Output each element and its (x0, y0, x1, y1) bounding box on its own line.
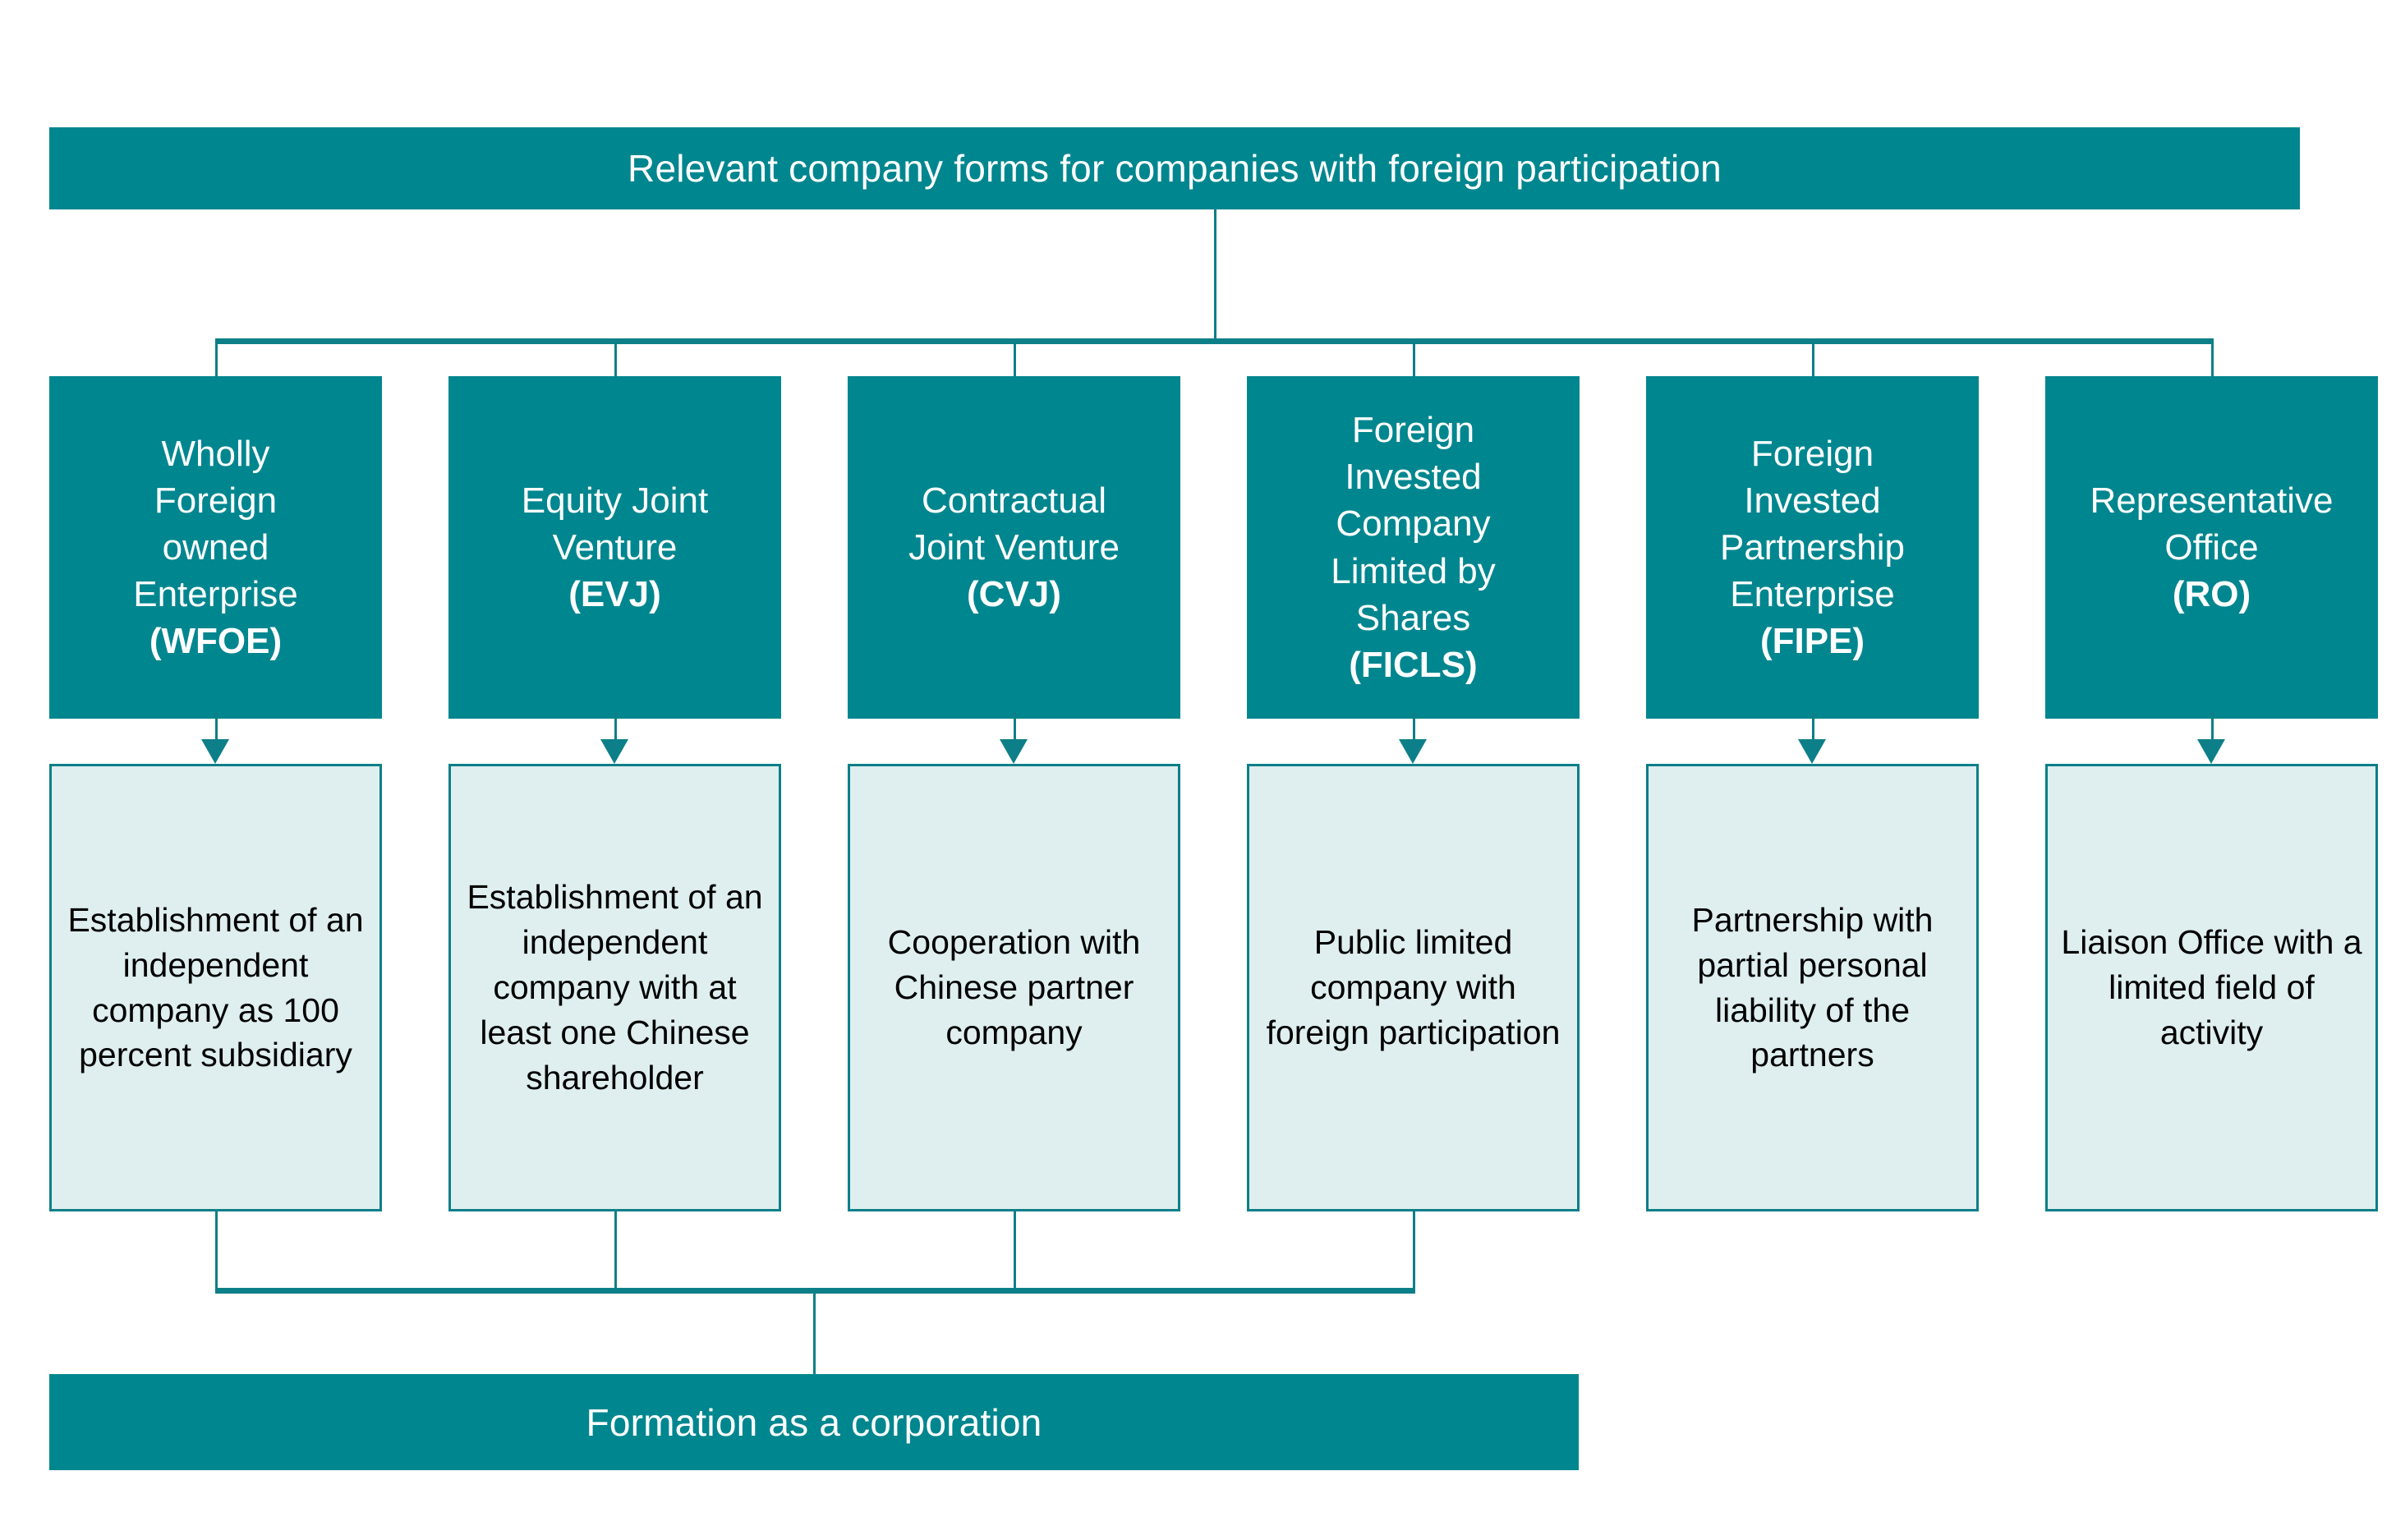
category-box-wfoe[interactable]: Wholly Foreign owned Enterprise (WFOE) (49, 376, 382, 719)
category-name-line-wfoe-0: Wholly (161, 433, 270, 474)
drop-line-wfoe (215, 338, 218, 376)
category-abbr-ro: (RO) (2172, 574, 2251, 615)
description-box-fipe[interactable]: Partnership with partial personal liabil… (1646, 764, 1979, 1211)
merge-line-evj (614, 1210, 617, 1291)
arrow-head-evj (600, 739, 628, 764)
arrow-head-ro (2197, 739, 2225, 764)
merge-line-ficls (1413, 1210, 1415, 1291)
description-box-ro[interactable]: Liaison Office with a limited field of a… (2045, 764, 2378, 1211)
category-abbr-cvj: (CVJ) (967, 574, 1061, 615)
category-name-line-ficls-3: Limited by (1331, 550, 1496, 591)
category-name-line-fipe-0: Foreign (1750, 433, 1874, 474)
arrow-head-wfoe (201, 739, 229, 764)
category-name-line-ficls-4: Shares (1355, 597, 1471, 638)
category-name-line-fipe-2: Partnership (1719, 526, 1905, 568)
description-box-evj[interactable]: Establishment of an independent company … (448, 764, 781, 1211)
category-name-line-ro-0: Representative (2090, 480, 2334, 521)
category-box-ficls[interactable]: Foreign Invested Company Limited by Shar… (1247, 376, 1580, 719)
arrow-line-wfoe (215, 711, 218, 744)
category-abbr-wfoe: (WFOE) (149, 621, 283, 662)
description-text-ro: Liaison Office with a limited field of a… (2061, 923, 2362, 1051)
description-text-ficls: Public limited company with foreign part… (1266, 923, 1561, 1051)
arrow-line-fipe (1812, 711, 1814, 744)
diagram-title-text: Relevant company forms for companies wit… (628, 147, 1722, 190)
category-name-line-ro-1: Office (2164, 526, 2259, 568)
category-box-cvj[interactable]: Contractual Joint Venture (CVJ) (848, 376, 1180, 719)
category-name-line-fipe-3: Enterprise (1730, 574, 1895, 615)
arrow-line-ficls (1413, 711, 1415, 744)
category-name-line-ficls-2: Company (1336, 503, 1491, 545)
category-name-line-wfoe-2: owned (162, 526, 269, 568)
footer-text: Formation as a corporation (586, 1400, 1042, 1444)
arrow-line-ro (2211, 711, 2214, 744)
category-abbr-ficls: (FICLS) (1349, 644, 1478, 685)
merge-line-wfoe (215, 1210, 218, 1291)
description-box-wfoe[interactable]: Establishment of an independent company … (49, 764, 382, 1211)
description-box-ficls[interactable]: Public limited company with foreign part… (1247, 764, 1580, 1211)
drop-line-ro (2211, 338, 2214, 376)
drop-line-fipe (1812, 338, 1814, 376)
category-abbr-evj: (EVJ) (568, 574, 661, 615)
category-box-fipe[interactable]: Foreign Invested Partnership Enterprise … (1646, 376, 1979, 719)
description-text-wfoe: Establishment of an independent company … (67, 900, 364, 1074)
diagram-title-banner: Relevant company forms for companies wit… (49, 127, 2300, 209)
arrow-line-cvj (1014, 711, 1016, 744)
category-box-evj[interactable]: Equity Joint Venture (EVJ) (448, 376, 781, 719)
description-text-cvj: Cooperation with Chinese partner company (887, 923, 1141, 1051)
trunk-vertical-line (1214, 209, 1216, 341)
arrow-head-cvj (1000, 739, 1028, 764)
footer-banner: Formation as a corporation (49, 1374, 1579, 1470)
description-text-evj: Establishment of an independent company … (467, 878, 763, 1096)
drop-line-ficls (1413, 338, 1415, 376)
description-text-fipe: Partnership with partial personal liabil… (1691, 900, 1934, 1074)
arrow-line-evj (614, 711, 617, 744)
arrow-head-fipe (1798, 739, 1826, 764)
merge-trunk-to-footer (813, 1288, 816, 1377)
category-name-line-evj-0: Equity Joint (521, 480, 709, 521)
merge-line-cvj (1014, 1210, 1016, 1291)
category-abbr-fipe: (FIPE) (1759, 621, 1865, 662)
drop-line-cvj (1014, 338, 1016, 376)
category-name-line-ficls-0: Foreign (1351, 409, 1475, 450)
category-name-line-cvj-0: Contractual (921, 480, 1106, 521)
drop-line-evj (614, 338, 617, 376)
category-name-line-evj-1: Venture (552, 526, 678, 568)
category-name-line-cvj-1: Joint Venture (908, 526, 1120, 568)
category-name-line-fipe-1: Invested (1744, 480, 1881, 521)
description-box-cvj[interactable]: Cooperation with Chinese partner company (848, 764, 1180, 1211)
category-name-line-wfoe-3: Enterprise (133, 574, 298, 615)
category-name-line-ficls-1: Invested (1345, 457, 1482, 498)
distribution-horizontal-bar (215, 338, 2213, 344)
arrow-head-ficls (1399, 739, 1427, 764)
category-name-line-wfoe-1: Foreign (154, 480, 278, 521)
category-box-ro[interactable]: Representative Office (RO) (2045, 376, 2378, 719)
